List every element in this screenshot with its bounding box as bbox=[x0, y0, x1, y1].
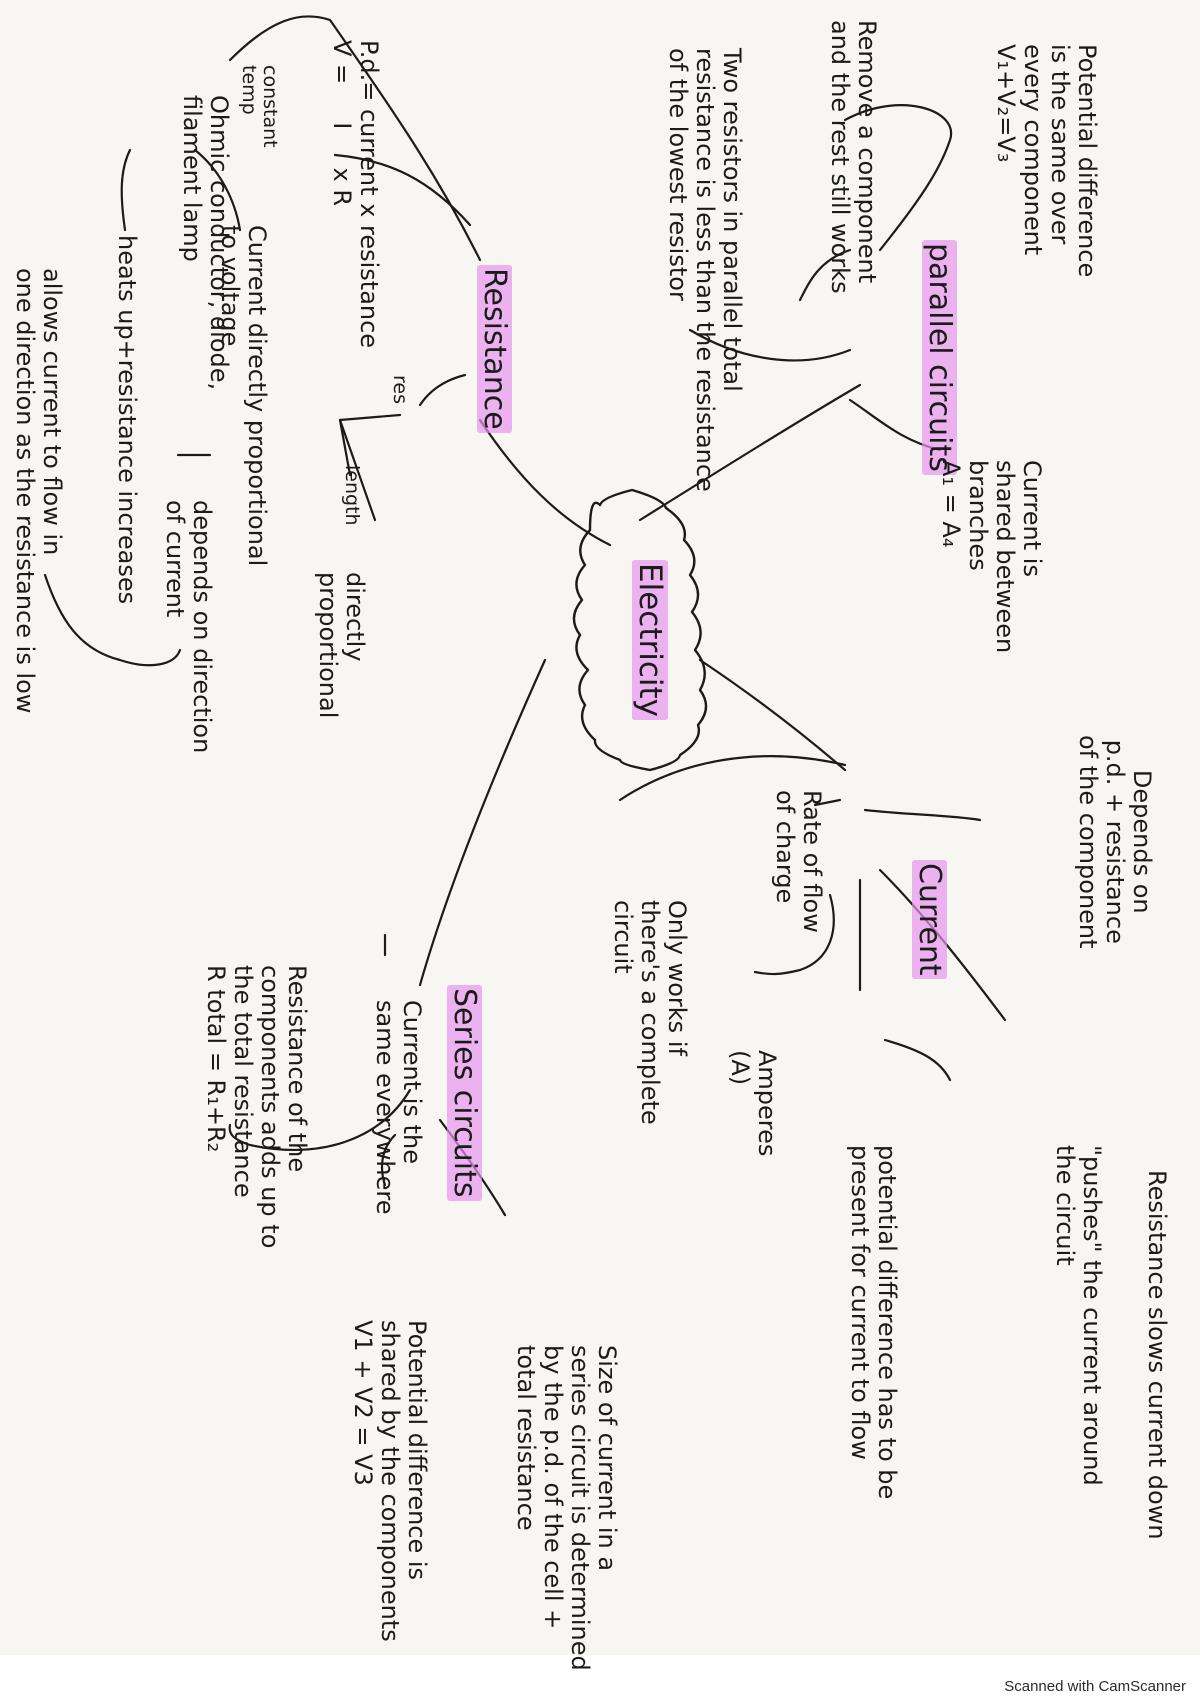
line-res-direct bbox=[338, 418, 377, 522]
note-depends-on-pd: Depends on p.d. + resistance of the comp… bbox=[1074, 735, 1156, 949]
line-ohmic-heat bbox=[120, 148, 132, 232]
note-allows-current: allows current to flow in one direction … bbox=[11, 268, 66, 714]
label-length: length bbox=[341, 465, 363, 526]
branch-current: Current bbox=[912, 860, 947, 979]
note-total-resistance: Two resistors in parallel total resistan… bbox=[664, 48, 746, 492]
line-current-amperes bbox=[753, 893, 835, 976]
line-current-rate bbox=[813, 798, 842, 807]
note-rate-of-flow: Rate of flow of charge bbox=[771, 790, 826, 933]
line-parallel-pd-same bbox=[843, 104, 953, 252]
note-constant-temp: constant temp bbox=[238, 65, 281, 148]
line-parallel-total bbox=[688, 328, 852, 362]
line-center-to-series bbox=[418, 658, 547, 987]
line-resistance-formula bbox=[228, 15, 482, 262]
note-pushes: "pushes" the current around the circuit bbox=[1051, 1145, 1106, 1486]
mind-map: Electricity parallel circuits Resistance… bbox=[11, 20, 1171, 1671]
line-center-to-parallel bbox=[638, 383, 862, 522]
central-cloud-outline bbox=[572, 488, 708, 772]
note-resistance-adds: Resistance of the components adds up to … bbox=[202, 965, 311, 1249]
note-heats-up: heats up+resistance increases bbox=[113, 235, 141, 605]
paper-sheet bbox=[0, 0, 1200, 1655]
line-center-to-resistance bbox=[478, 418, 612, 547]
note-pd-formula: P.d.= current x resistance V = I x R bbox=[328, 40, 383, 349]
label-res: res bbox=[389, 375, 411, 404]
note-depends-direction: depends on direction of current bbox=[161, 500, 216, 754]
line-center-to-current bbox=[698, 658, 847, 772]
line-allows-bracket bbox=[43, 573, 182, 667]
note-only-complete: Only works if there's a complete circuit bbox=[609, 900, 691, 1125]
line-parallel-remove bbox=[798, 248, 852, 302]
line-current-depends bbox=[863, 808, 982, 822]
note-pd-shared: Potential difference is shared by the co… bbox=[349, 1320, 431, 1642]
line-resistance-ohmic bbox=[333, 153, 472, 227]
note-remove-component: Remove a component and the rest still wo… bbox=[826, 20, 881, 294]
line-series-adds bbox=[228, 1088, 412, 1151]
line-current-pushes bbox=[883, 1038, 952, 1082]
central-topic: Electricity bbox=[632, 560, 668, 720]
branch-resistance: Resistance bbox=[477, 265, 512, 433]
note-size-of-current: Size of current in a series circuit is d… bbox=[512, 1345, 621, 1671]
branch-series-circuits: Series circuits bbox=[447, 985, 482, 1201]
scanner-watermark: Scanned with CamScanner bbox=[1004, 1678, 1186, 1695]
line-resistance-res bbox=[418, 373, 467, 407]
note-pd-same: Potential difference is the same over ev… bbox=[992, 44, 1101, 278]
branch-parallel-circuits: parallel circuits bbox=[922, 240, 957, 475]
note-current-same: Current is the same everywhere bbox=[371, 1000, 426, 1215]
line-ohmic-proportional bbox=[193, 148, 242, 232]
note-resistance-slows: Resistance slows current down bbox=[1143, 1170, 1171, 1540]
line-current-only bbox=[618, 755, 847, 802]
note-current-shared: Current is shared between branches A₁ = … bbox=[937, 460, 1046, 654]
note-current-proportional: Current directly proportional to voltage bbox=[216, 225, 271, 567]
note-amperes: Amperes (A) bbox=[726, 1050, 781, 1157]
note-pd-present: potential difference has to be present f… bbox=[846, 1145, 901, 1500]
note-directly-proportional: directly proportional bbox=[314, 572, 369, 719]
line-series-shared bbox=[380, 1133, 397, 1187]
